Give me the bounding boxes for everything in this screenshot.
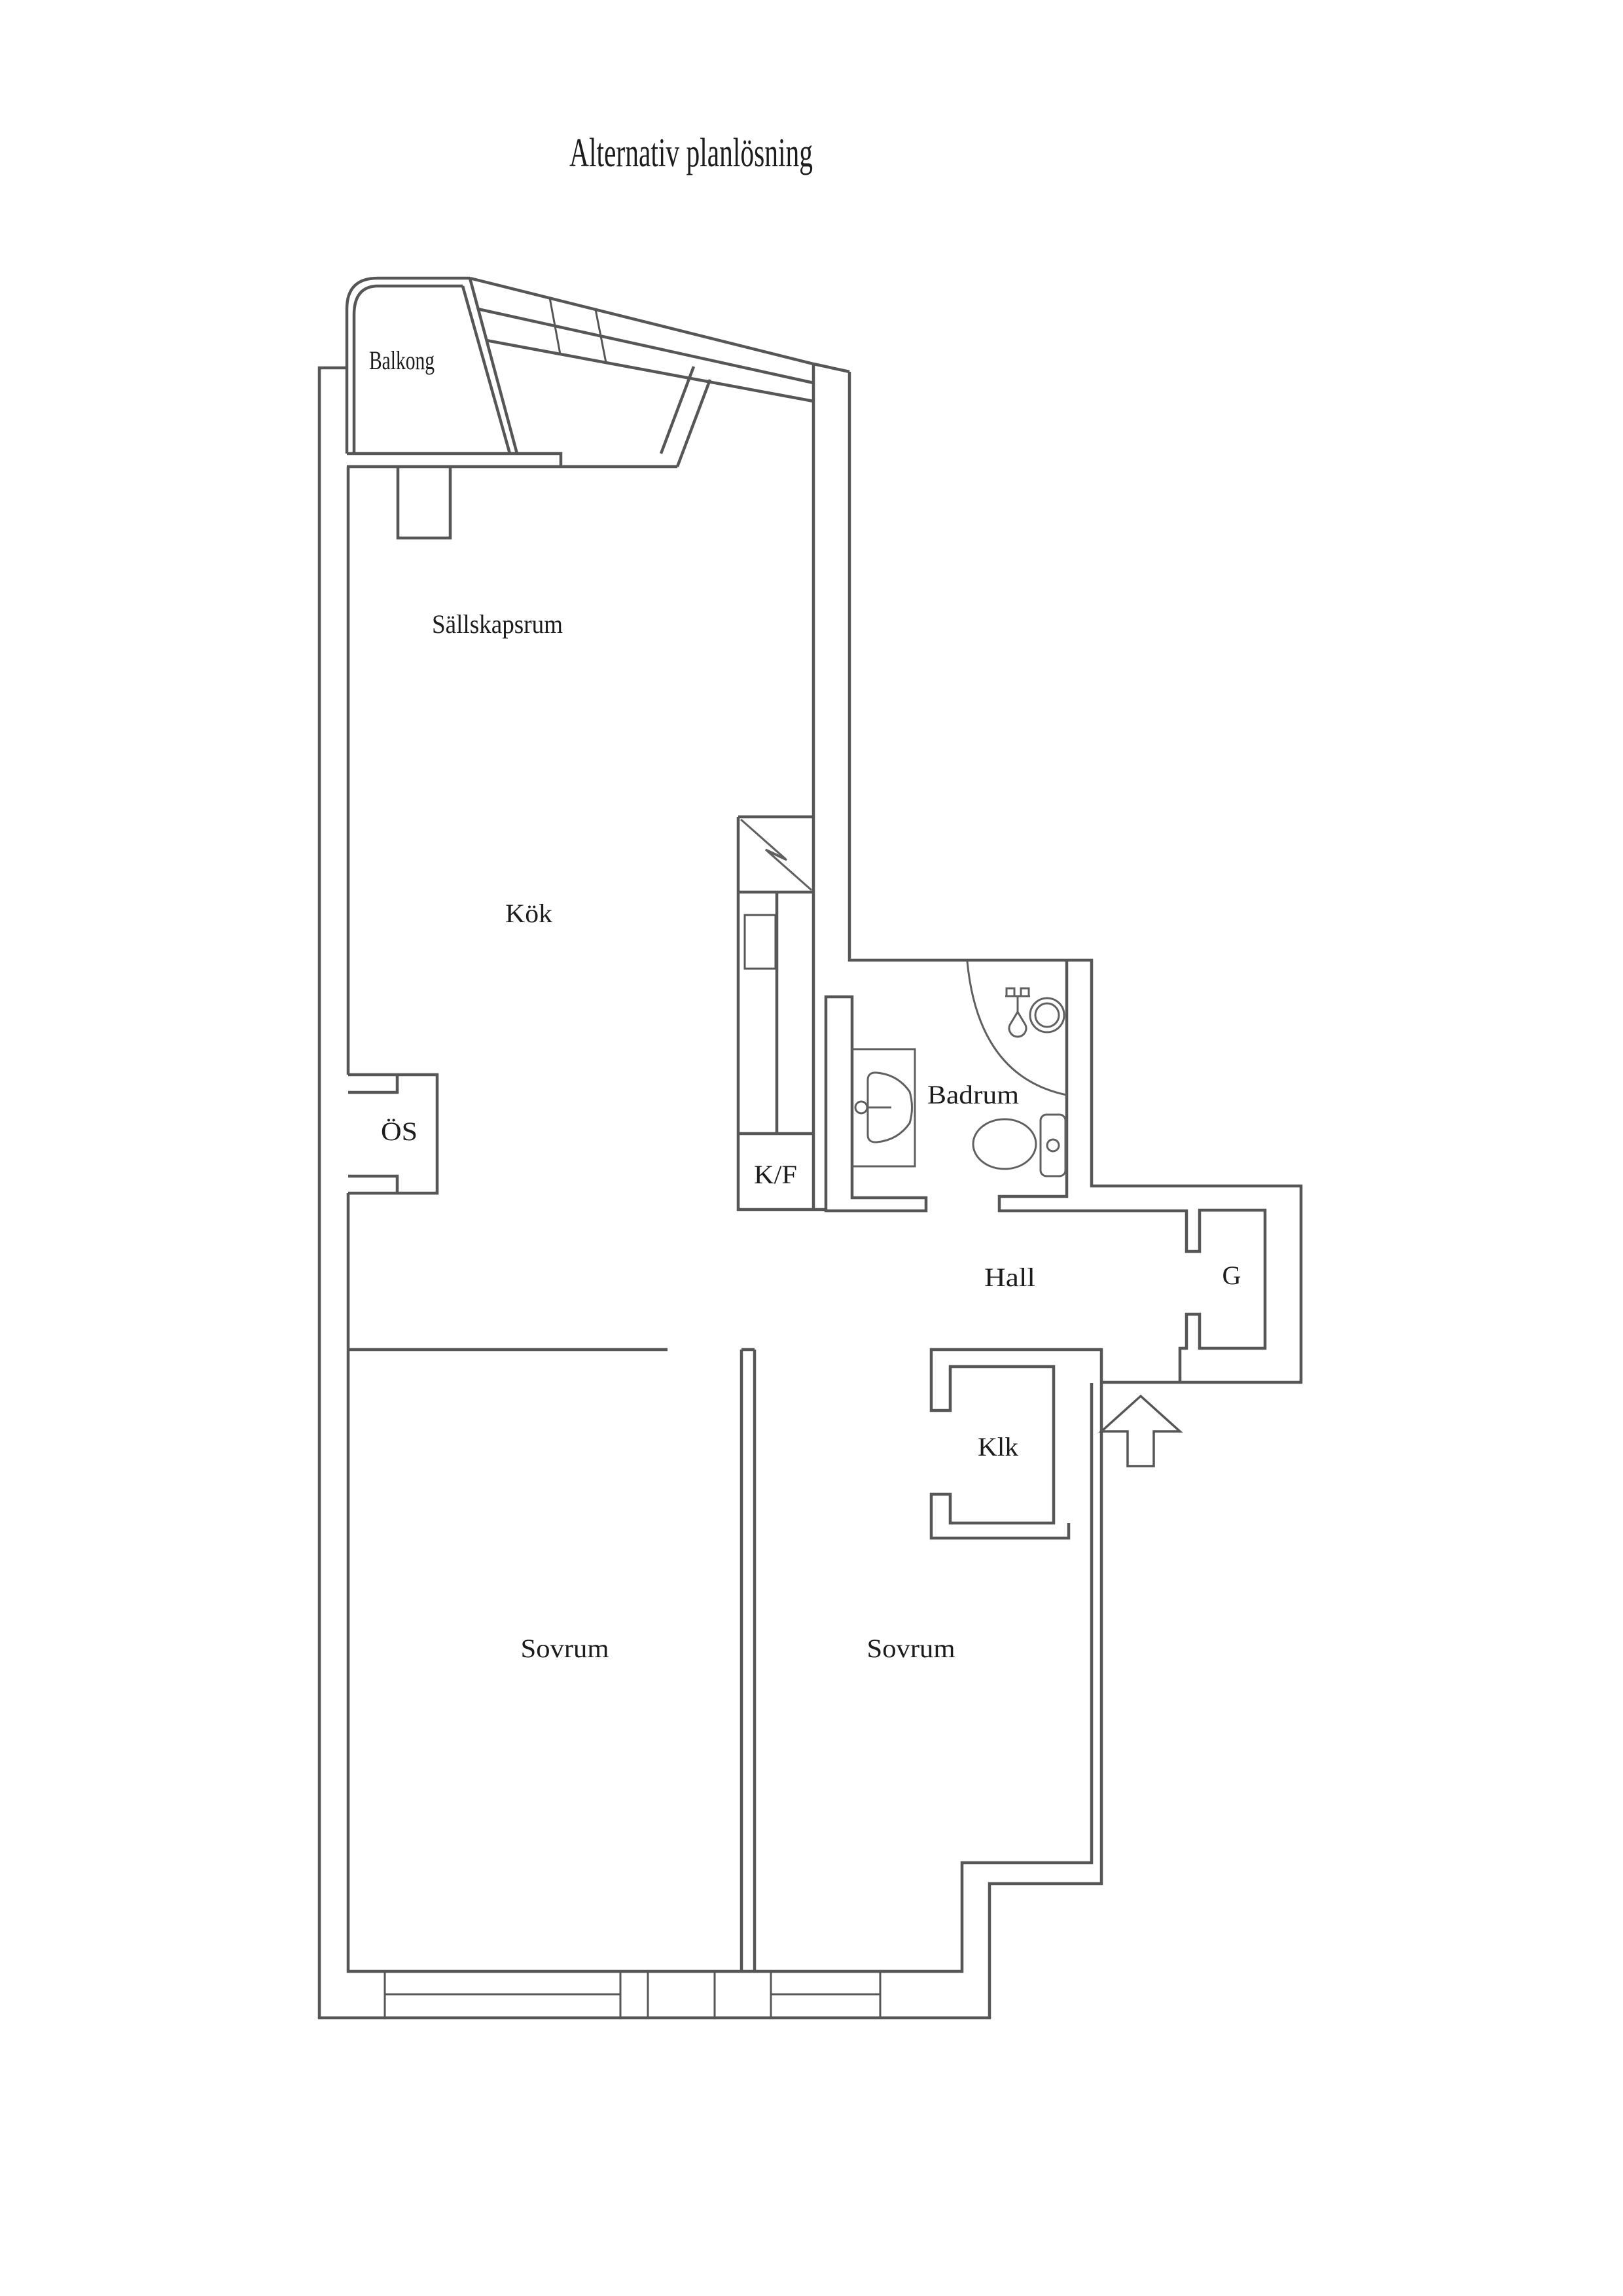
label-bedroom-1: Sovrum bbox=[521, 1634, 609, 1663]
label-hall: Hall bbox=[984, 1263, 1035, 1292]
kitchen-sink-box bbox=[743, 914, 777, 970]
label-kitchen: Kök bbox=[505, 899, 552, 928]
label-fireplace: ÖS bbox=[381, 1117, 418, 1146]
label-fridge-freezer: K/F bbox=[754, 1160, 797, 1189]
diagonal-window-caps bbox=[548, 297, 607, 363]
label-balcony: Balkong bbox=[369, 346, 435, 375]
shower-head-icon bbox=[1008, 1010, 1027, 1038]
bathroom-hall-wardrobe-walls bbox=[997, 960, 1267, 1382]
floor-drain-outer bbox=[1029, 997, 1065, 1033]
room-labels: Balkong Sällskapsrum Kök ÖS K/F Badrum H… bbox=[369, 346, 1241, 1663]
floor-drain-inner bbox=[1034, 1002, 1060, 1028]
fireplace-outline bbox=[348, 1073, 439, 1195]
label-living-room: Sällskapsrum bbox=[432, 609, 563, 639]
shower-enclosure-arc bbox=[966, 961, 1067, 1096]
chimney-stub bbox=[396, 467, 452, 540]
wall-right-outer bbox=[847, 372, 1303, 1384]
sink-tap-icon bbox=[854, 1100, 868, 1115]
shower-head-bracket bbox=[1005, 987, 1030, 1012]
entrance-arrow-icon bbox=[1098, 1394, 1183, 1467]
bedroom-walls bbox=[348, 1348, 757, 1971]
kitchen-strip bbox=[736, 815, 826, 1211]
diagonal-window-wall bbox=[469, 276, 850, 403]
toilet-bowl bbox=[972, 1118, 1037, 1170]
toilet-flush-button bbox=[1046, 1138, 1060, 1153]
page-title: Alternativ planlösning bbox=[569, 131, 813, 175]
wall-outer-envelope bbox=[317, 366, 1103, 2020]
bathroom-sink-basin bbox=[866, 1071, 913, 1143]
label-walk-in-closet: Klk bbox=[978, 1432, 1018, 1462]
walls bbox=[317, 276, 1303, 2020]
label-wardrobe: G bbox=[1222, 1261, 1241, 1290]
toilet-tank bbox=[1039, 1113, 1067, 1177]
fixtures bbox=[740, 818, 1183, 1467]
label-bathroom: Badrum bbox=[927, 1080, 1019, 1109]
top-wall-and-balcony-door bbox=[347, 366, 712, 469]
bathroom-sink-counter bbox=[852, 1048, 916, 1168]
balcony-inner-edge bbox=[352, 284, 463, 454]
label-bedroom-2: Sovrum bbox=[867, 1634, 955, 1663]
balcony-outer-edge bbox=[345, 276, 470, 454]
balcony-right-edge bbox=[461, 278, 519, 454]
wall-inner-faces bbox=[346, 1193, 1094, 1973]
electrical-bolt-icon bbox=[740, 818, 812, 891]
